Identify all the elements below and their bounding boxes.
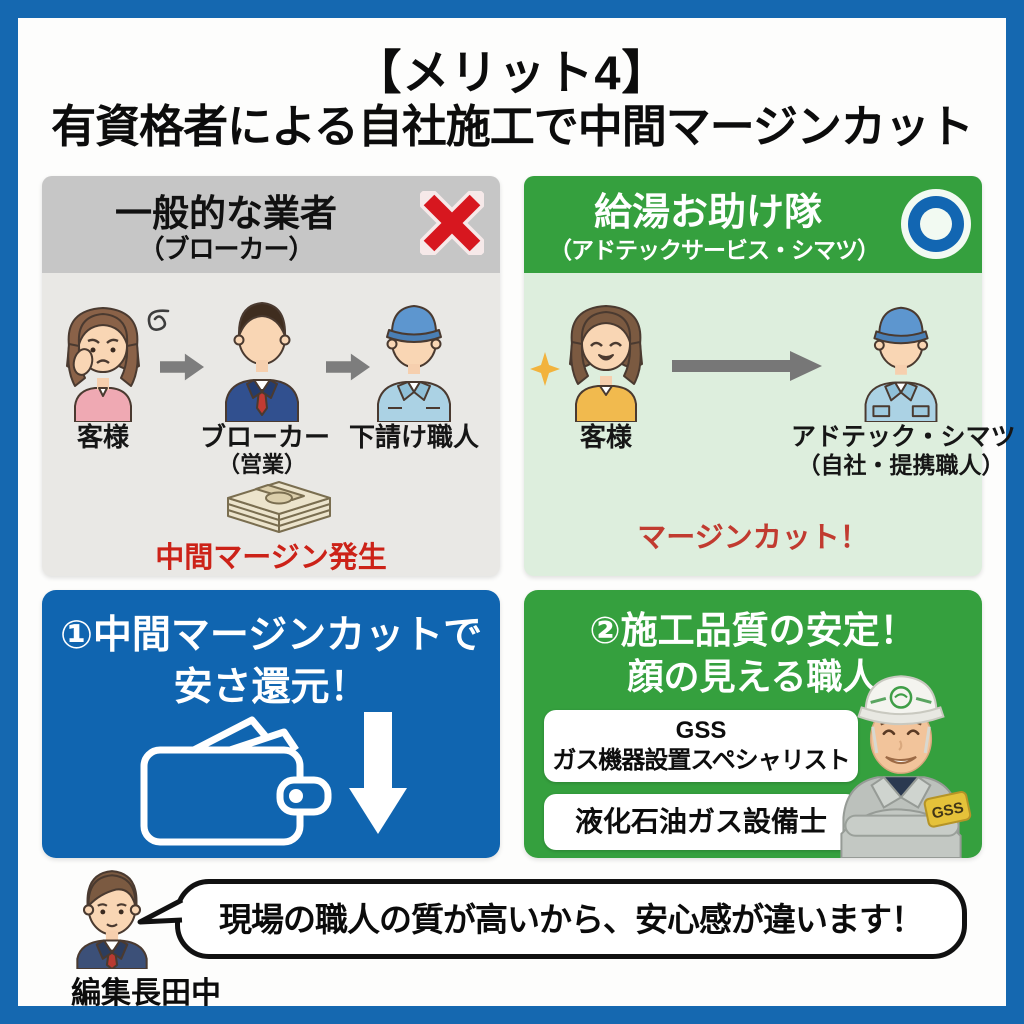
actor-sublabel: （営業）	[217, 452, 306, 477]
craftsman-photo: GSS	[840, 675, 972, 858]
panel-general-title: 一般的な業者	[115, 193, 337, 234]
flow-arrow-icon	[160, 353, 204, 381]
actor-customer-happy: 客様	[548, 292, 664, 452]
worker-icon	[864, 306, 938, 422]
actor-company-worker: アドテック・シマツ （自社・提携職人）	[791, 292, 1016, 478]
qualification-badge-lpg: 液化石油ガス設備士	[544, 794, 858, 850]
actor-broker: ブローカー （営業）	[200, 290, 331, 478]
merit2-line2: 顔の見える職人	[627, 656, 879, 697]
actor-customer-worried: 客様	[48, 294, 158, 452]
actor-sublabel: （自社・提携職人）	[797, 452, 1005, 478]
actor-label: アドテック・シマツ	[791, 423, 1016, 451]
worker-icon	[377, 305, 451, 422]
actor-label: 下請け職人	[348, 422, 479, 452]
panel-general-broker: 一般的な業者 （ブローカー）	[42, 176, 500, 576]
speech-bubble: 現場の職人の質が高いから、安心感が違います！	[175, 879, 967, 959]
merit1-line2: 安さ還元！	[173, 666, 369, 709]
panel-general-header: 一般的な業者 （ブローカー）	[42, 176, 500, 273]
worried-woman-icon	[66, 307, 140, 422]
page-title-line1: 【メリット4】	[354, 46, 670, 99]
middleman-margin-warning: 中間マージン発生	[155, 542, 387, 574]
panel-service-subtitle: （アドテックサービス・シマツ）	[549, 237, 880, 263]
badge-gss-title: ガス機器設置スペシャリスト	[552, 747, 850, 774]
actor-label: ブローカー	[200, 422, 331, 452]
sparkle-icon	[530, 352, 560, 386]
speech-bubble-tail	[137, 897, 184, 925]
actor-label: 客様	[76, 422, 129, 452]
panel-service-title: 給湯お助け隊	[593, 192, 822, 234]
merit2-line1: ②施工品質の安定！	[589, 610, 917, 651]
actor-subcontractor: 下請け職人	[348, 290, 480, 452]
editor-avatar	[76, 870, 148, 969]
badge-gss-acronym: GSS	[675, 717, 727, 744]
infographic-canvas: 【メリット4】 有資格者による自社施工で中間マージンカット 一般的な業者 （ブロ…	[18, 18, 1016, 1010]
happy-woman-icon	[569, 305, 643, 422]
flow-arrow-long-icon	[672, 351, 822, 381]
money-stack-icon	[227, 481, 331, 533]
panel-service: 給湯お助け隊 （アドテックサービス・シマツ）	[524, 176, 1016, 576]
margin-cut-highlight: マージンカット！	[637, 522, 869, 554]
circle-mark-icon	[901, 189, 971, 259]
page-title-line2: 有資格者による自社施工で中間マージンカット	[51, 101, 974, 152]
panel-merit1: ①中間マージンカットで 安さ還元！	[42, 590, 500, 858]
editor-name: 編集長田中	[71, 977, 221, 1010]
confusion-swirl-icon	[147, 309, 170, 331]
panel-general-subtitle: （ブローカー）	[138, 234, 314, 264]
wallet-savings-icon	[140, 712, 407, 846]
speech-text: 現場の職人の質が高いから、安心感が違います！	[219, 901, 924, 938]
panel-service-header: 給湯お助け隊 （アドテックサービス・シマツ）	[524, 176, 982, 273]
qualification-badge-gss: GSS ガス機器設置スペシャリスト	[544, 710, 858, 782]
down-arrow-icon	[364, 712, 392, 790]
cross-mark-icon	[420, 191, 484, 255]
merit1-line1: ①中間マージンカットで	[59, 614, 483, 657]
actor-label: 客様	[579, 422, 632, 452]
armband-text: GSS	[930, 799, 965, 822]
flow-arrow-icon	[326, 353, 370, 381]
panel-merit2: ②施工品質の安定！ 顔の見える職人 GSS ガス機器設置スペシャリスト 液化石油…	[524, 590, 982, 858]
suit-man-icon	[225, 302, 299, 422]
